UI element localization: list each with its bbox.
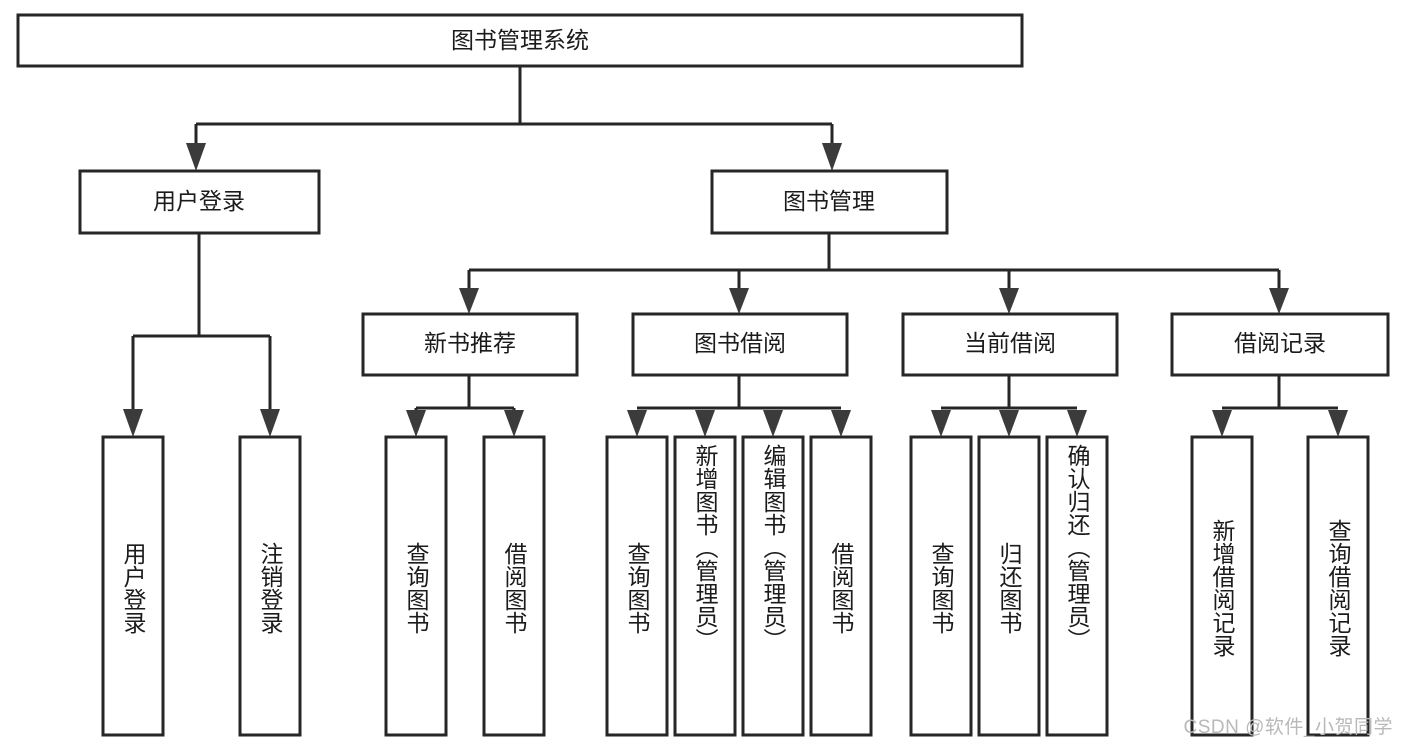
node-current-borrow-box[interactable] xyxy=(901,312,1119,377)
arrow-borrowrecord-leaf-2 xyxy=(1328,410,1348,437)
arrow-bookmgmt-to-borrowrecord xyxy=(1269,288,1289,314)
leaf-node[interactable]: 查询图书 xyxy=(384,435,448,737)
leaf-currentborrow-return-label: 归还图书 xyxy=(996,542,1023,634)
arrow-bookborrow-leaf-1 xyxy=(627,410,647,437)
node-book-management-box[interactable] xyxy=(710,169,949,235)
leaf-currentborrow-query-box[interactable] xyxy=(909,435,973,737)
node-book-borrow[interactable]: 图书借阅 xyxy=(631,312,849,377)
node-book-management[interactable]: 图书管理 xyxy=(710,169,949,235)
arrow-bookmgmt-to-currentborrow xyxy=(999,288,1019,314)
leaf-newbook-borrow-box[interactable] xyxy=(482,435,546,737)
node-root-system[interactable]: 图书管理系统 xyxy=(16,13,1024,68)
leaf-bookborrow-query-box[interactable] xyxy=(605,435,669,737)
arrow-newbook-leaf-1 xyxy=(406,410,426,437)
leaf-bookborrow-borrow-box[interactable] xyxy=(809,435,873,737)
leaf-currentborrow-return-box[interactable] xyxy=(977,435,1041,737)
leaf-node[interactable]: 新增借阅记录 xyxy=(1190,435,1254,737)
arrow-currentborrow-leaf-1 xyxy=(931,410,951,437)
arrow-bookborrow-leaf-3 xyxy=(763,410,783,437)
node-book-borrow-label: 图书借阅 xyxy=(694,330,786,356)
node-new-book-recommend-label: 新书推荐 xyxy=(424,330,516,356)
node-borrow-record[interactable]: 借阅记录 xyxy=(1170,312,1390,377)
arrow-root-to-book-mgmt xyxy=(822,143,842,171)
leaf-currentborrow-query-label: 查询图书 xyxy=(928,542,955,634)
leaf-bookborrow-borrow-label: 借阅图书 xyxy=(828,542,855,634)
node-root-system-label: 图书管理系统 xyxy=(451,27,589,53)
leaf-currentborrow-confirm-label: 确认归还（管理员） xyxy=(1064,444,1091,651)
leaf-node[interactable]: 注销登录 xyxy=(238,435,302,737)
node-new-book-recommend[interactable]: 新书推荐 xyxy=(361,312,579,377)
leaf-node[interactable]: 编辑图书（管理员） xyxy=(741,435,805,737)
leaf-borrowrecord-query-label: 查询借阅记录 xyxy=(1325,519,1352,657)
node-borrow-record-label: 借阅记录 xyxy=(1234,330,1326,356)
leaf-newbook-borrow-label: 借阅图书 xyxy=(501,542,528,634)
leaf-node[interactable]: 借阅图书 xyxy=(809,435,873,737)
leaf-logout-box[interactable] xyxy=(238,435,302,737)
leaf-borrowrecord-add-box[interactable] xyxy=(1190,435,1254,737)
node-new-book-recommend-box[interactable] xyxy=(361,312,579,377)
leaf-node[interactable]: 查询借阅记录 xyxy=(1306,435,1370,737)
arrow-bookmgmt-to-newbook xyxy=(459,288,479,314)
leaf-user-login-box[interactable] xyxy=(101,435,165,737)
arrow-currentborrow-leaf-2 xyxy=(999,410,1019,437)
leaf-currentborrow-confirm-box[interactable] xyxy=(1045,435,1109,737)
leaf-user-login-label: 用户登录 xyxy=(120,542,147,634)
leaf-bookborrow-add-label: 新增图书（管理员） xyxy=(692,444,719,651)
leaf-node[interactable]: 确认归还（管理员） xyxy=(1045,435,1109,737)
node-root-system-box[interactable] xyxy=(16,13,1024,68)
node-current-borrow-label: 当前借阅 xyxy=(964,330,1056,356)
arrow-userlogin-leaf-1 xyxy=(123,409,143,437)
node-user-login-label: 用户登录 xyxy=(153,188,245,214)
arrow-borrowrecord-leaf-1 xyxy=(1212,410,1232,437)
connector-group xyxy=(123,66,1348,437)
leaf-node[interactable]: 借阅图书 xyxy=(482,435,546,737)
leaf-node[interactable]: 查询图书 xyxy=(909,435,973,737)
node-book-management-label: 图书管理 xyxy=(783,188,875,214)
leaf-node[interactable]: 用户登录 xyxy=(101,435,165,737)
arrow-newbook-leaf-2 xyxy=(504,410,524,437)
node-borrow-record-box[interactable] xyxy=(1170,312,1390,377)
leaf-borrowrecord-add-label: 新增借阅记录 xyxy=(1209,519,1236,657)
leaf-bookborrow-query-label: 查询图书 xyxy=(624,542,651,634)
arrow-bookborrow-leaf-4 xyxy=(831,410,851,437)
leaf-borrowrecord-query-box[interactable] xyxy=(1306,435,1370,737)
arrow-userlogin-leaf-2 xyxy=(260,409,280,437)
leaf-bookborrow-add-box[interactable] xyxy=(673,435,737,737)
leaf-bookborrow-edit-box[interactable] xyxy=(741,435,805,737)
arrow-currentborrow-leaf-3 xyxy=(1067,410,1087,437)
leaf-bookborrow-edit-label: 编辑图书（管理员） xyxy=(760,444,787,651)
arrow-root-to-user-login xyxy=(186,143,206,171)
arrow-bookmgmt-to-bookborrow xyxy=(729,288,749,314)
node-user-login-box[interactable] xyxy=(78,169,321,235)
leaf-node[interactable]: 新增图书（管理员） xyxy=(673,435,737,737)
node-current-borrow[interactable]: 当前借阅 xyxy=(901,312,1119,377)
leaf-node[interactable]: 归还图书 xyxy=(977,435,1041,737)
node-user-login[interactable]: 用户登录 xyxy=(78,169,321,235)
leaf-newbook-query-box[interactable] xyxy=(384,435,448,737)
leaf-newbook-query-label: 查询图书 xyxy=(403,542,430,634)
arrow-bookborrow-leaf-2 xyxy=(695,410,715,437)
leaf-node[interactable]: 查询图书 xyxy=(605,435,669,737)
node-book-borrow-box[interactable] xyxy=(631,312,849,377)
leaf-logout-label: 注销登录 xyxy=(257,542,284,634)
